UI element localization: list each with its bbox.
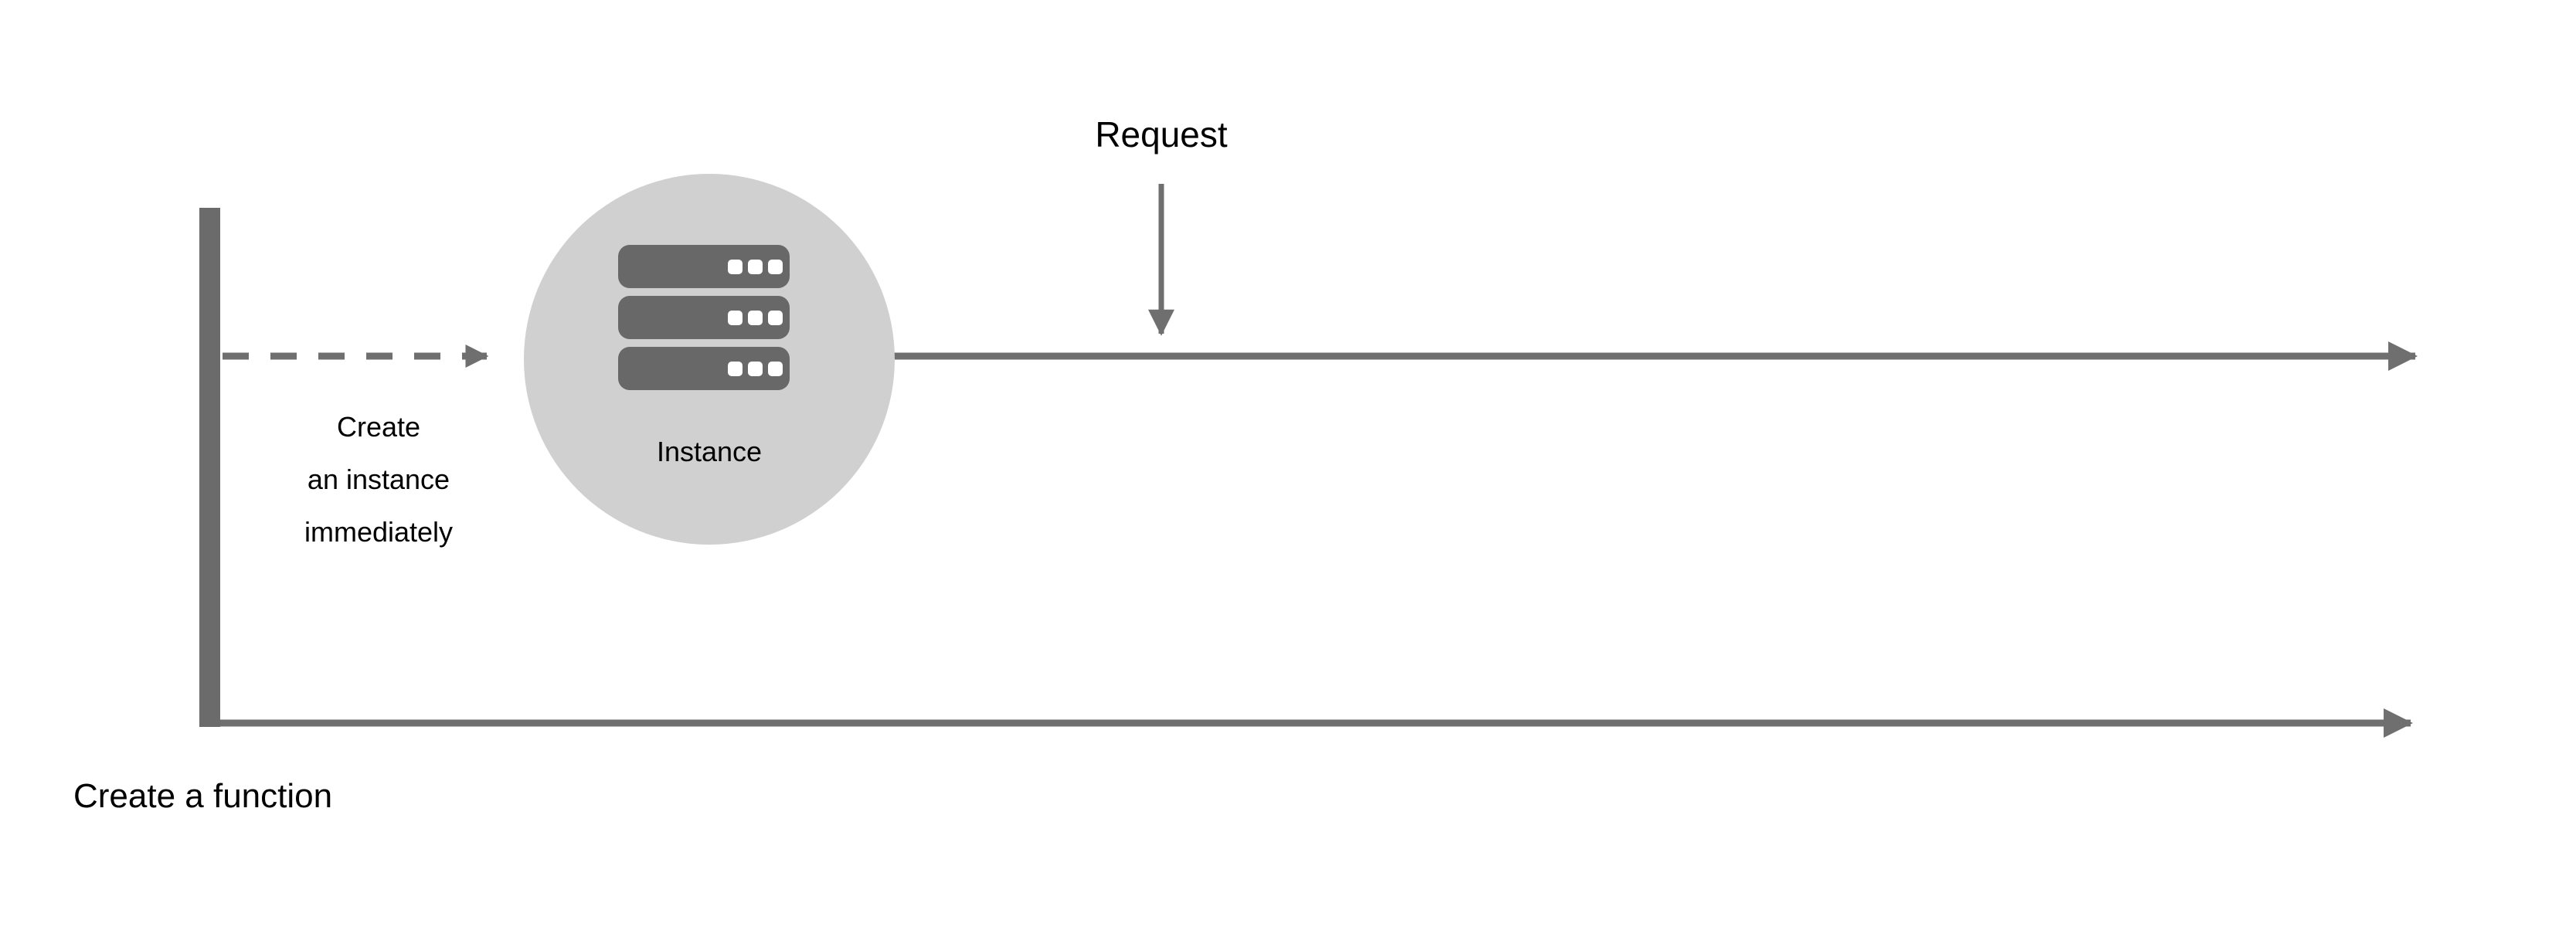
create-instance-line-3: immediately bbox=[304, 516, 453, 548]
create-a-function-label: Create a function bbox=[73, 777, 332, 815]
server-status-dot bbox=[728, 260, 743, 274]
server-stack-icon bbox=[618, 245, 790, 390]
server-status-dot bbox=[728, 362, 743, 376]
server-status-dot bbox=[748, 362, 763, 376]
server-status-dot bbox=[768, 311, 783, 325]
create-instance-line-1: Create bbox=[337, 411, 420, 443]
create-instance-label: Create an instance immediately bbox=[304, 411, 453, 548]
create-instance-line-2: an instance bbox=[308, 464, 450, 495]
server-status-dot bbox=[748, 260, 763, 274]
server-row bbox=[618, 347, 790, 390]
request-label: Request bbox=[1095, 114, 1228, 154]
server-status-dot bbox=[728, 311, 743, 325]
instance-node-label: Instance bbox=[657, 436, 762, 467]
server-status-dot bbox=[768, 260, 783, 274]
server-status-dot bbox=[768, 362, 783, 376]
server-row bbox=[618, 296, 790, 339]
server-row bbox=[618, 245, 790, 288]
deployment-bar bbox=[199, 208, 220, 727]
server-status-dot bbox=[748, 311, 763, 325]
